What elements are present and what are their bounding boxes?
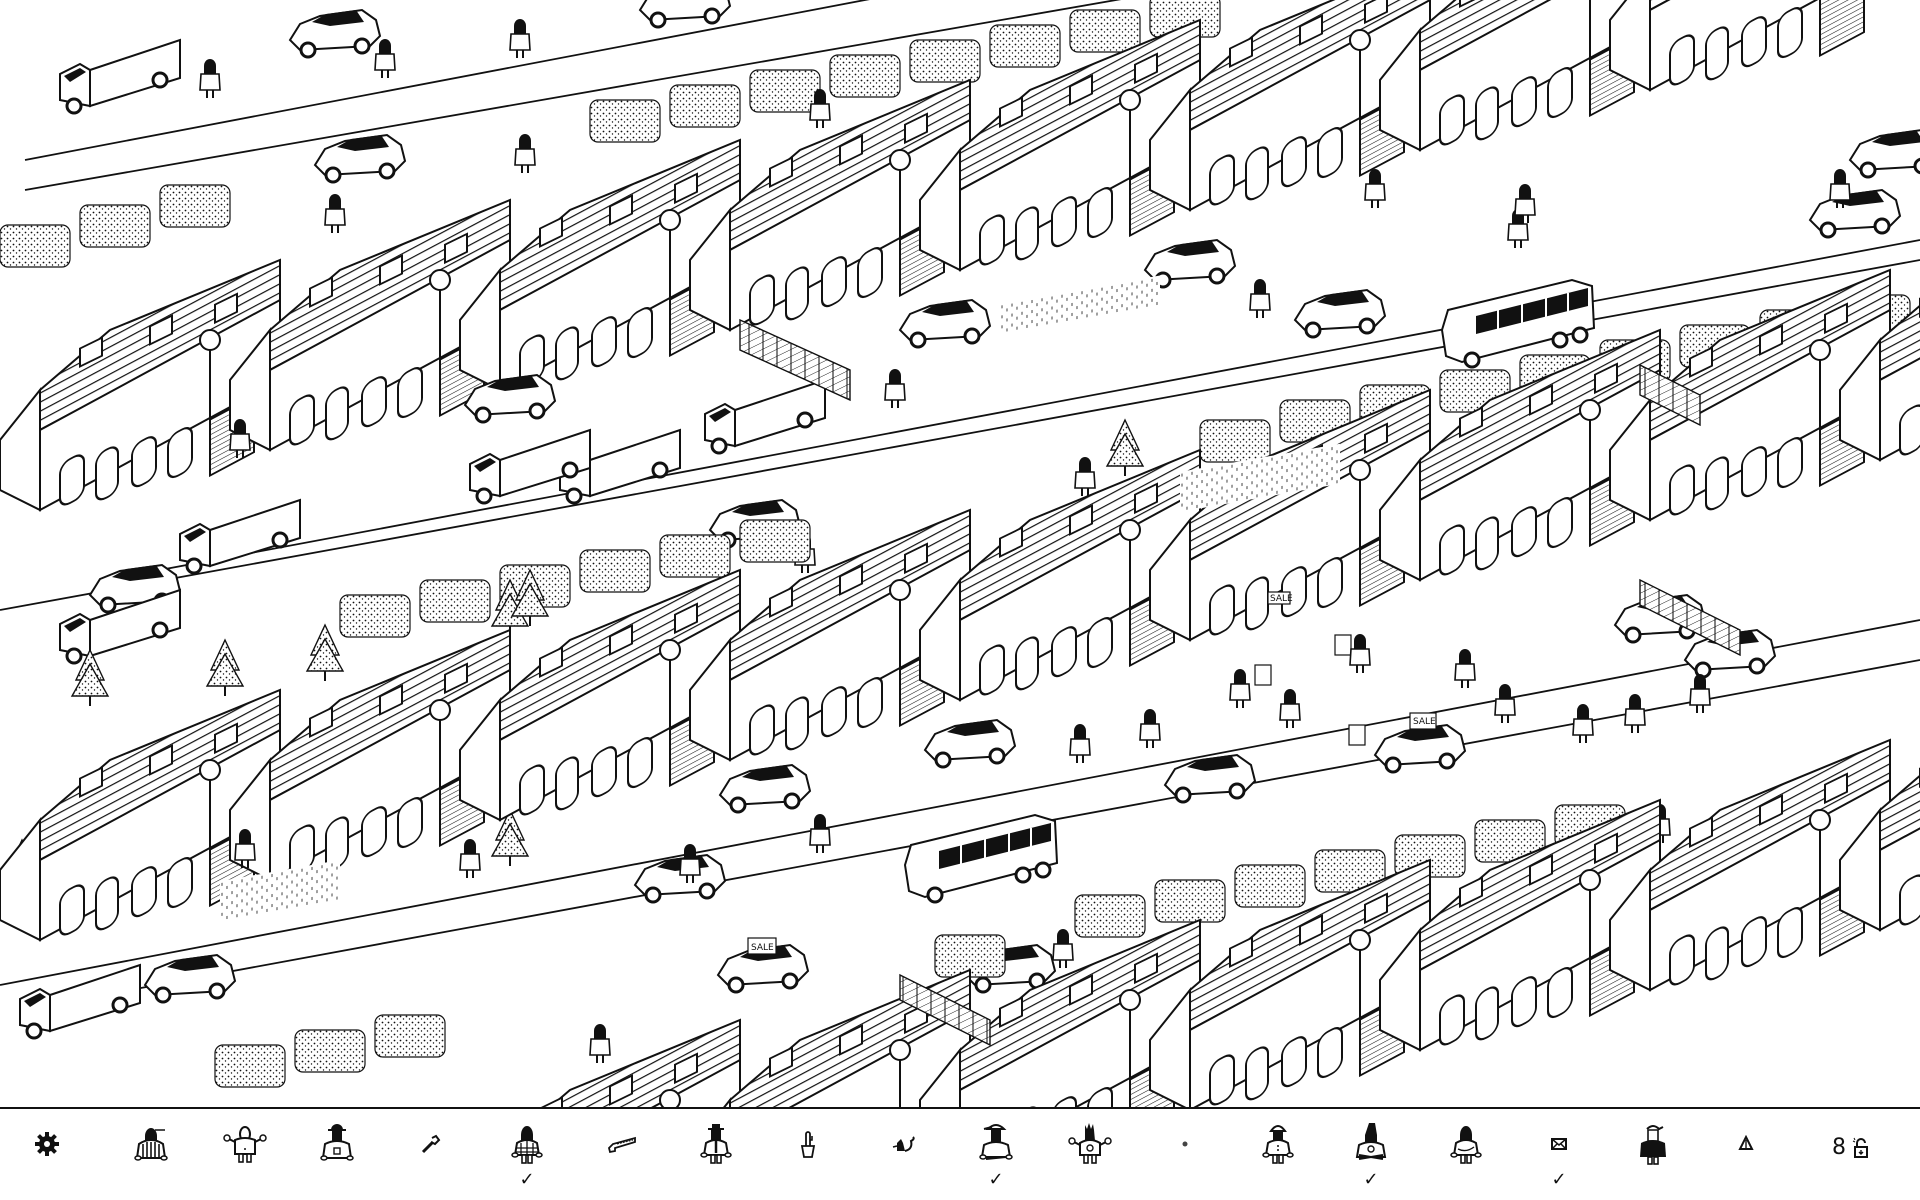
dark-coat-cap-person-icon [1640, 1125, 1666, 1165]
target-plaid-jacket-person[interactable]: ✓ [497, 1109, 557, 1200]
target-striped-jacket-person[interactable] [121, 1109, 181, 1200]
pointed-hat-sitting-person-icon [1355, 1123, 1387, 1160]
gear-icon [35, 1132, 59, 1156]
long-hair-person-icon [1450, 1126, 1482, 1164]
target-dark-coat-person[interactable] [1623, 1109, 1683, 1200]
grass-patches [220, 275, 1340, 922]
small-dot-icon [1182, 1141, 1188, 1147]
top-row-fragments [58, 0, 732, 115]
cap-sitting-person-icon [979, 1124, 1013, 1160]
found-checkmark: ✓ [1551, 1169, 1567, 1190]
game-scene[interactable]: SALE SALE SALE [0, 0, 1920, 1107]
unlock-count: 8 [1832, 1135, 1846, 1160]
target-bucket-hat-person[interactable] [1248, 1109, 1308, 1200]
hand-saw-icon [608, 1136, 636, 1154]
target-long-hair-person[interactable] [1436, 1109, 1496, 1200]
sale-signs: SALE SALE SALE [747, 591, 1437, 955]
target-bar: ✓ [0, 1109, 1920, 1200]
potted-cactus-icon [800, 1131, 816, 1158]
envelope-icon [1551, 1138, 1567, 1150]
arms-out-bald-person-icon [223, 1126, 267, 1163]
sale-sign-text: SALE [1413, 717, 1436, 727]
found-checkmark: ✓ [519, 1169, 535, 1190]
target-cap-sitting-person[interactable]: ✓ [966, 1109, 1026, 1200]
striped-jacket-person-icon [134, 1128, 168, 1161]
sale-sign-text: SALE [751, 943, 774, 953]
target-bowler-hat-person[interactable] [307, 1109, 367, 1200]
target-arms-out-person[interactable] [215, 1109, 275, 1200]
unlock-counter[interactable]: 8 [1832, 1135, 1870, 1160]
wrench-tool-icon [421, 1134, 441, 1154]
sale-sign-text: SALE [1270, 594, 1293, 604]
plaid-jacket-person-icon [511, 1126, 543, 1164]
target-envelope[interactable]: ✓ [1529, 1109, 1589, 1200]
squirrel-icon [892, 1136, 915, 1152]
bucket-hat-person-icon [1262, 1125, 1294, 1164]
target-squirrel[interactable] [874, 1109, 934, 1200]
found-checkmark: ✓ [988, 1169, 1004, 1190]
traffic-cone-icon [1738, 1135, 1754, 1150]
target-wrench-tool[interactable] [401, 1109, 461, 1200]
target-traffic-cone[interactable] [1716, 1109, 1776, 1200]
target-potted-cactus[interactable] [778, 1109, 838, 1200]
unlocked-padlock-icon [1852, 1137, 1868, 1158]
brick-fences [739, 318, 1741, 1047]
target-spiky-hair-person[interactable] [1060, 1109, 1120, 1200]
spiky-hair-person-icon [1068, 1123, 1112, 1164]
settings-button[interactable] [17, 1109, 77, 1200]
target-bar-divider [0, 1107, 1920, 1109]
target-hand-saw[interactable] [592, 1109, 652, 1200]
target-pointed-hat-person[interactable]: ✓ [1341, 1109, 1401, 1200]
target-small-dot[interactable] [1155, 1109, 1215, 1200]
bowler-hat-person-icon [320, 1124, 354, 1161]
street-lines [0, 0, 1920, 991]
fedora-tie-person-icon [700, 1124, 732, 1164]
found-checkmark: ✓ [1363, 1169, 1379, 1190]
target-fedora-tie-person[interactable] [686, 1109, 746, 1200]
